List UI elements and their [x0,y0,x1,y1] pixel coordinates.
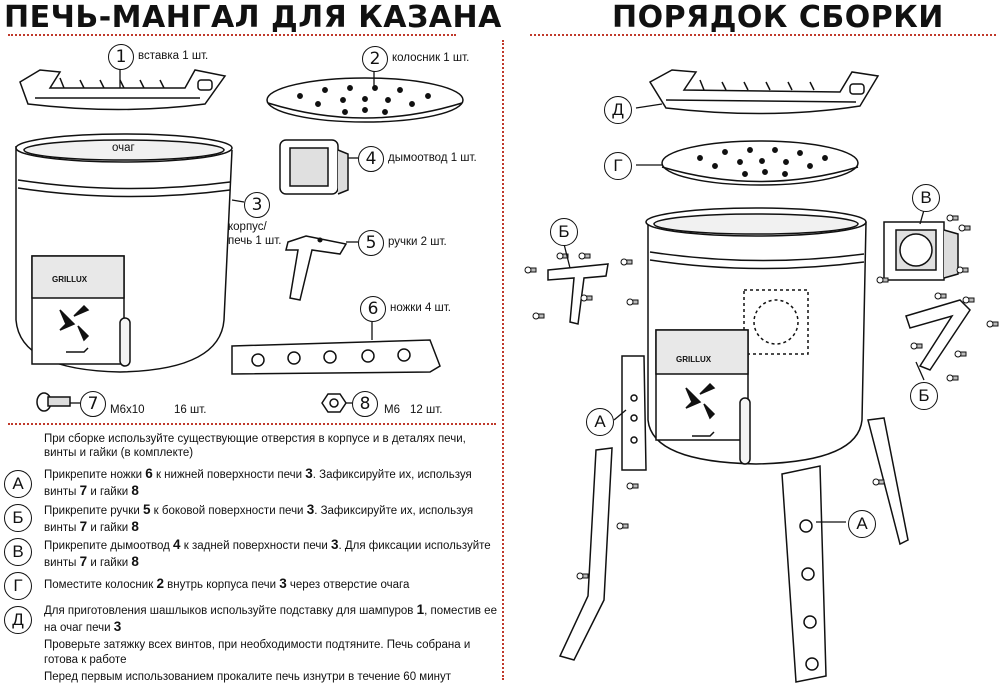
left-title: ПЕЧЬ-МАНГАЛ ДЛЯ КАЗАНА [4,0,502,35]
brand-logo-left: GRILLUX [52,275,88,284]
part-number-3: 3 [244,192,270,218]
step-a-text: Прикрепите ножки 6 к нижней поверхности … [44,466,472,498]
assembly-grate [661,140,859,186]
assembly-label-g: Г [604,152,632,180]
part-number-2: 2 [362,46,388,72]
part-label-4: дымоотвод 1 шт. [388,152,477,164]
assembly-chimney-plate [883,221,959,281]
part-label-1: вставка 1 шт. [138,50,209,62]
grate-part [266,77,464,123]
left-title-underline [8,34,456,36]
vertical-divider [502,40,504,680]
step-v-text: Прикрепите дымоотвод 4 к задней поверхно… [44,537,491,569]
assembly-handle-right [905,299,971,371]
part-number-5: 5 [358,230,384,256]
assembly-leg-1 [621,355,647,471]
assembly-insert [648,69,880,115]
assembly-label-b-left: Б [550,218,578,246]
handle-part [285,235,348,301]
assembly-label-v: В [912,184,940,212]
part-label-2: колосник 1 шт. [392,52,470,64]
step-g-text: Поместите колосник 2 внутрь корпуса печи… [44,576,410,591]
assembly-label-b-right: Б [910,382,938,410]
part-label-7: М6х10 [110,404,145,416]
part-number-1: 1 [108,44,134,70]
insert-part [19,69,227,111]
part-number-6: 6 [360,296,386,322]
part-number-7: 7 [80,391,106,417]
chimney-plate-part [279,139,349,195]
part-number-8: 8 [352,391,378,417]
part-number-4: 4 [358,146,384,172]
step-letter-a: А [4,470,32,498]
part-qty-7: 16 шт. [174,404,207,416]
body-part [15,133,233,373]
right-title: ПОРЯДОК СБОРКИ [612,0,944,35]
assembly-label-a-right: А [848,510,876,538]
assembly-leg-3 [781,465,827,683]
step-letter-b: Б [4,504,32,532]
step-letter-v: В [4,538,32,566]
assembly-leg-2 [558,447,613,661]
part-qty-8: 12 шт. [410,404,443,416]
nut-part [321,393,347,413]
assembly-label-d: Д [604,96,632,124]
first-use-text: Перед первым использованием прокалите пе… [44,671,451,683]
step-letter-d: Д [4,606,32,634]
right-title-underline [530,34,996,36]
part-label-3: корпус/печь 1 шт. [228,221,282,247]
assembly-leg-4 [867,417,909,546]
intro-text: При сборке используйте существующие отве… [44,433,466,459]
step-b-text: Прикрепите ручки 5 к боковой поверхности… [44,502,474,534]
final-check-text: Проверьте затяжку всех винтов, при необх… [44,639,471,666]
brand-logo-right: GRILLUX [676,355,712,364]
step-letter-g: Г [4,572,32,600]
leg-part [231,339,441,375]
assembly-body [645,207,867,465]
part-label-8: М6 [384,404,400,416]
bolt-part [36,392,71,412]
step-d-text: Для приготовления шашлыков используйте п… [44,602,497,634]
instructions-divider [8,423,496,425]
part-label-6: ножки 4 шт. [390,302,451,314]
hearth-label: очаг [112,142,135,154]
part-label-5: ручки 2 шт. [388,236,447,248]
assembly-label-a-left: А [586,408,614,436]
assembly-handle-left [547,263,609,325]
